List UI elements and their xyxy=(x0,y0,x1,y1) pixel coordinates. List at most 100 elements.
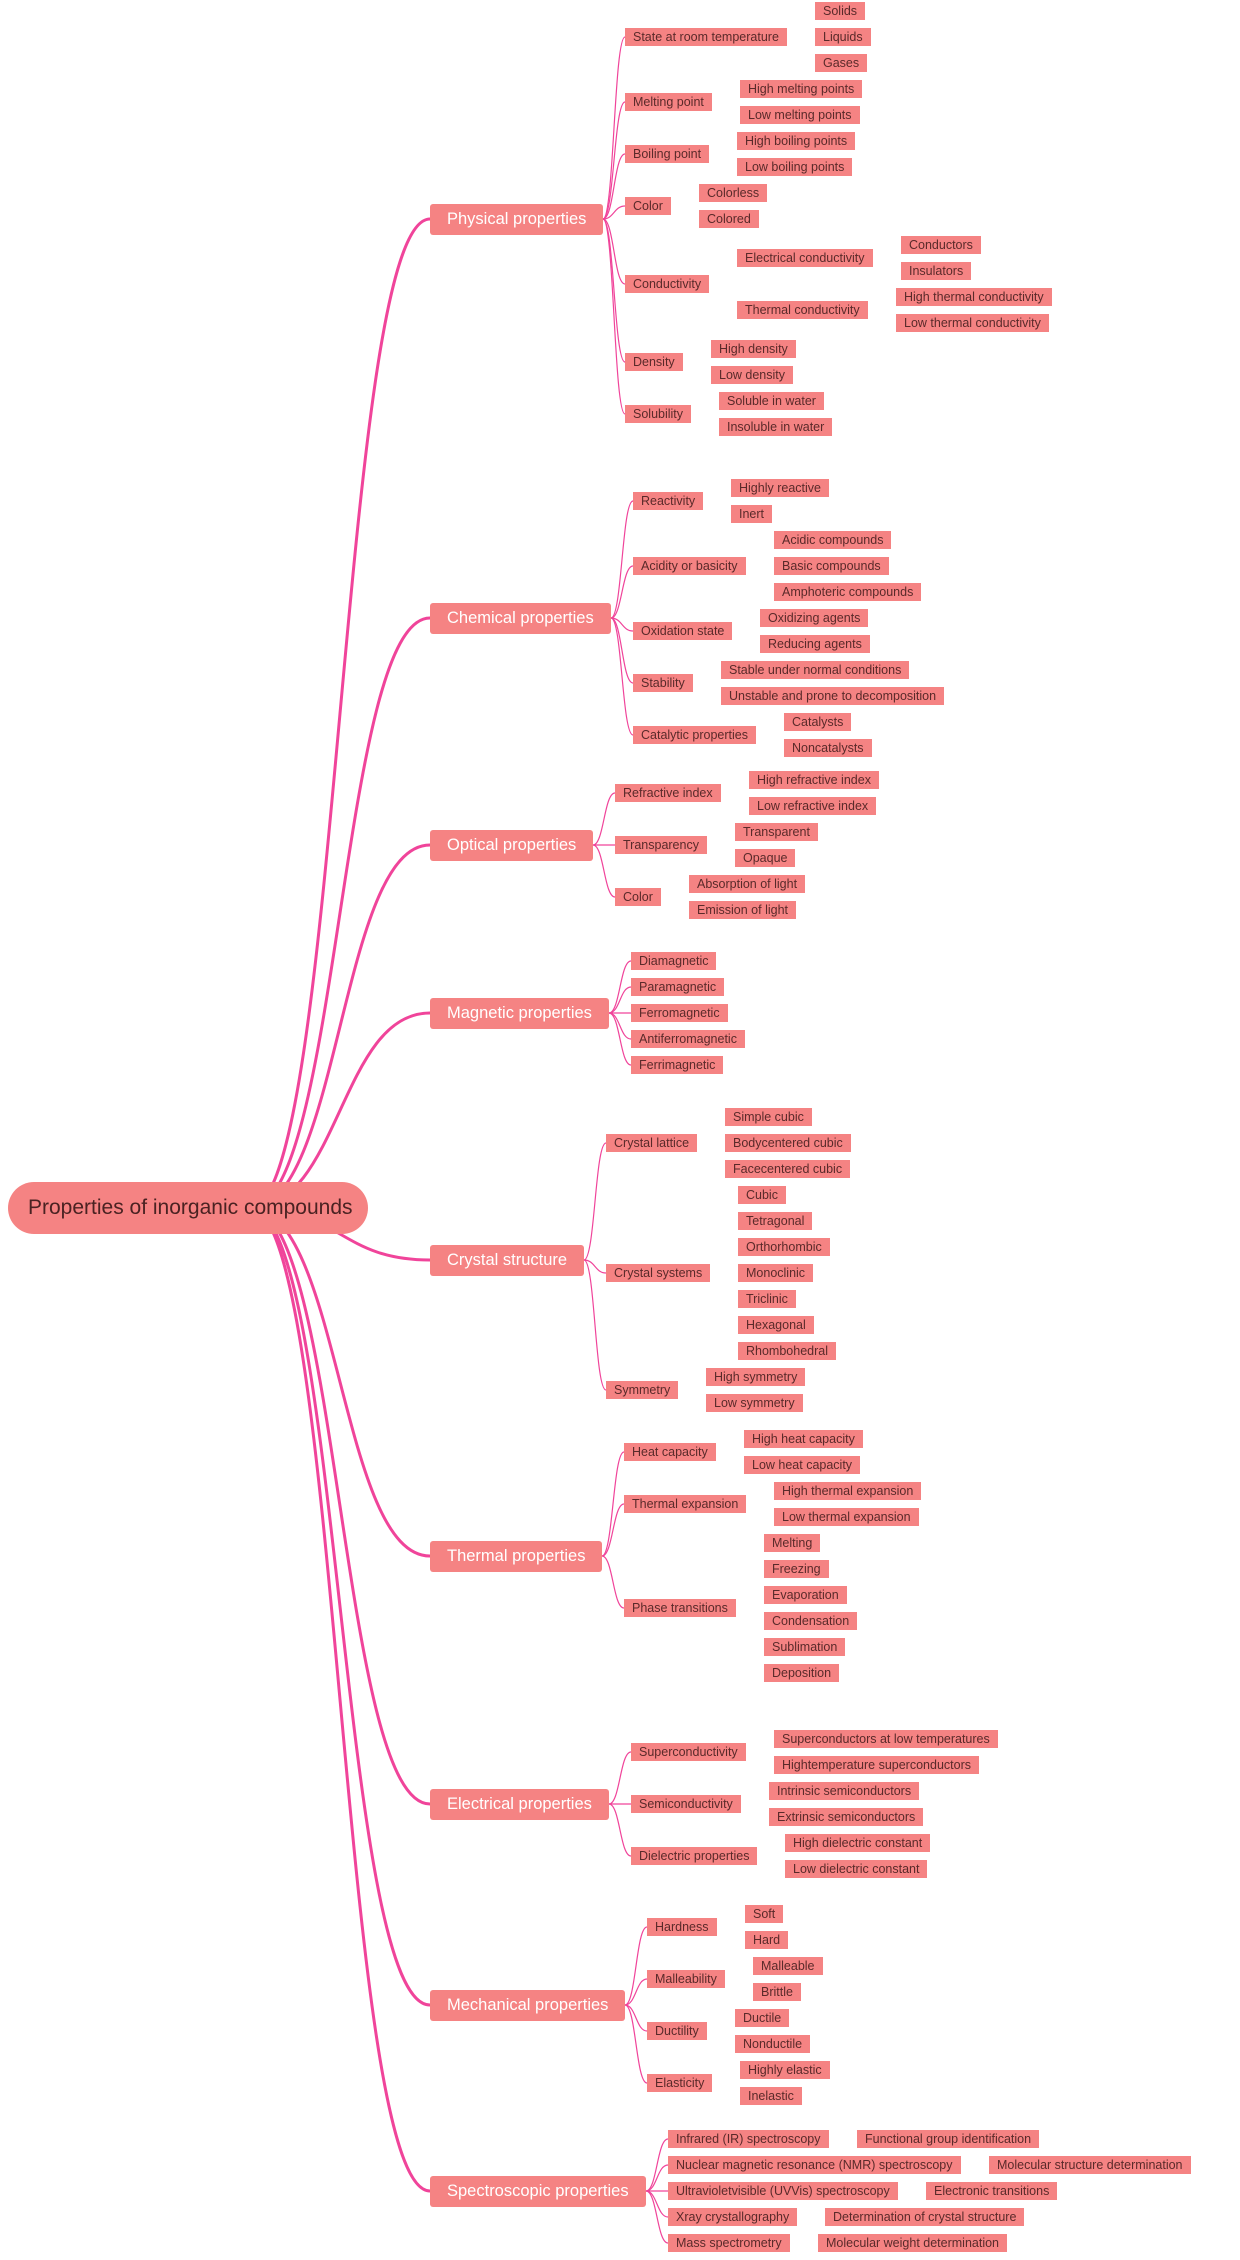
node-boiling-point[interactable]: Boiling point xyxy=(625,145,710,163)
node-facecentered-cubic[interactable]: Facecentered cubic xyxy=(725,1160,851,1178)
node-cubic[interactable]: Cubic xyxy=(738,1186,786,1204)
node-molecular-structure-determination[interactable]: Molecular structure determination xyxy=(989,2156,1191,2174)
node-unstable-and-prone-to-decomposition[interactable]: Unstable and prone to decomposition xyxy=(721,687,945,705)
node-high-dielectric-constant[interactable]: High dielectric constant xyxy=(785,1834,931,1852)
node-electrical-conductivity[interactable]: Electrical conductivity xyxy=(737,249,873,267)
node-high-thermal-expansion[interactable]: High thermal expansion xyxy=(774,1482,922,1500)
node-conductivity[interactable]: Conductivity xyxy=(625,275,710,293)
node-liquids[interactable]: Liquids xyxy=(815,28,871,46)
node-deposition[interactable]: Deposition xyxy=(764,1664,840,1682)
node-ductility[interactable]: Ductility xyxy=(647,2022,707,2040)
node-ferrimagnetic[interactable]: Ferrimagnetic xyxy=(631,1056,724,1074)
node-low-thermal-conductivity[interactable]: Low thermal conductivity xyxy=(896,314,1049,332)
node-soft[interactable]: Soft xyxy=(745,1905,784,1923)
node-tetragonal[interactable]: Tetragonal xyxy=(738,1212,813,1230)
node-insoluble-in-water[interactable]: Insoluble in water xyxy=(719,418,833,436)
node-opaque[interactable]: Opaque xyxy=(735,849,796,867)
node-refractive-index[interactable]: Refractive index xyxy=(615,784,721,802)
node-reactivity[interactable]: Reactivity xyxy=(633,492,704,510)
node-electronic-transitions[interactable]: Electronic transitions xyxy=(926,2182,1058,2200)
node-high-heat-capacity[interactable]: High heat capacity xyxy=(744,1430,863,1448)
node-transparency[interactable]: Transparency xyxy=(615,836,707,854)
node-solubility[interactable]: Solubility xyxy=(625,405,692,423)
node-high-thermal-conductivity[interactable]: High thermal conductivity xyxy=(896,288,1052,306)
node-density[interactable]: Density xyxy=(625,353,683,371)
node-acidic-compounds[interactable]: Acidic compounds xyxy=(774,531,892,549)
node-high-melting-points[interactable]: High melting points xyxy=(740,80,863,98)
node-intrinsic-semiconductors[interactable]: Intrinsic semiconductors xyxy=(769,1782,920,1800)
node-gases[interactable]: Gases xyxy=(815,54,868,72)
node-ultravioletvisible-uvvis-spectroscopy[interactable]: Ultravioletvisible (UVVis) spectroscopy xyxy=(668,2182,898,2200)
node-determination-of-crystal-structure[interactable]: Determination of crystal structure xyxy=(825,2208,1025,2226)
node-highly-elastic[interactable]: Highly elastic xyxy=(740,2061,830,2079)
node-evaporation[interactable]: Evaporation xyxy=(764,1586,847,1604)
node-hightemperature-superconductors[interactable]: Hightemperature superconductors xyxy=(774,1756,979,1774)
node-catalysts[interactable]: Catalysts xyxy=(784,713,852,731)
node-low-boiling-points[interactable]: Low boiling points xyxy=(737,158,853,176)
node-nonductile[interactable]: Nonductile xyxy=(735,2035,811,2053)
node-diamagnetic[interactable]: Diamagnetic xyxy=(631,952,717,970)
node-xray-crystallography[interactable]: Xray crystallography xyxy=(668,2208,798,2226)
node-high-density[interactable]: High density xyxy=(711,340,796,358)
branch-thermal-properties[interactable]: Thermal properties xyxy=(430,1540,603,1572)
node-low-dielectric-constant[interactable]: Low dielectric constant xyxy=(785,1860,928,1878)
node-basic-compounds[interactable]: Basic compounds xyxy=(774,557,889,575)
node-low-symmetry[interactable]: Low symmetry xyxy=(706,1394,803,1412)
node-dielectric-properties[interactable]: Dielectric properties xyxy=(631,1847,758,1865)
node-sublimation[interactable]: Sublimation xyxy=(764,1638,846,1656)
node-crystal-lattice[interactable]: Crystal lattice xyxy=(606,1134,698,1152)
node-malleable[interactable]: Malleable xyxy=(753,1957,823,1975)
node-infrared-ir-spectroscopy[interactable]: Infrared (IR) spectroscopy xyxy=(668,2130,829,2148)
node-ductile[interactable]: Ductile xyxy=(735,2009,790,2027)
node-conductors[interactable]: Conductors xyxy=(901,236,981,254)
node-phase-transitions[interactable]: Phase transitions xyxy=(624,1599,736,1617)
node-thermal-expansion[interactable]: Thermal expansion xyxy=(624,1495,747,1513)
node-extrinsic-semiconductors[interactable]: Extrinsic semiconductors xyxy=(769,1808,924,1826)
node-nuclear-magnetic-resonance-nmr-spectroscopy[interactable]: Nuclear magnetic resonance (NMR) spectro… xyxy=(668,2156,961,2174)
branch-crystal-structure[interactable]: Crystal structure xyxy=(430,1244,585,1276)
root-node[interactable]: Properties of inorganic compounds xyxy=(8,1182,368,1234)
node-molecular-weight-determination[interactable]: Molecular weight determination xyxy=(818,2234,1008,2252)
branch-physical-properties[interactable]: Physical properties xyxy=(430,203,604,235)
node-absorption-of-light[interactable]: Absorption of light xyxy=(689,875,806,893)
node-melting-point[interactable]: Melting point xyxy=(625,93,712,111)
node-amphoteric-compounds[interactable]: Amphoteric compounds xyxy=(774,583,922,601)
node-catalytic-properties[interactable]: Catalytic properties xyxy=(633,726,756,744)
node-emission-of-light[interactable]: Emission of light xyxy=(689,901,797,919)
node-superconductors-at-low-temperatures[interactable]: Superconductors at low temperatures xyxy=(774,1730,998,1748)
node-functional-group-identification[interactable]: Functional group identification xyxy=(857,2130,1040,2148)
node-state-at-room-temperature[interactable]: State at room temperature xyxy=(625,28,787,46)
node-inelastic[interactable]: Inelastic xyxy=(740,2087,802,2105)
node-high-refractive-index[interactable]: High refractive index xyxy=(749,771,879,789)
node-semiconductivity[interactable]: Semiconductivity xyxy=(631,1795,741,1813)
node-bodycentered-cubic[interactable]: Bodycentered cubic xyxy=(725,1134,851,1152)
node-freezing[interactable]: Freezing xyxy=(764,1560,829,1578)
branch-optical-properties[interactable]: Optical properties xyxy=(430,829,594,861)
node-paramagnetic[interactable]: Paramagnetic xyxy=(631,978,725,996)
branch-mechanical-properties[interactable]: Mechanical properties xyxy=(430,1989,626,2021)
node-superconductivity[interactable]: Superconductivity xyxy=(631,1743,746,1761)
node-insulators[interactable]: Insulators xyxy=(901,262,972,280)
node-high-symmetry[interactable]: High symmetry xyxy=(706,1368,806,1386)
node-stability[interactable]: Stability xyxy=(633,674,693,692)
node-reducing-agents[interactable]: Reducing agents xyxy=(760,635,870,653)
node-colorless[interactable]: Colorless xyxy=(699,184,768,202)
node-colored[interactable]: Colored xyxy=(699,210,759,228)
node-oxidizing-agents[interactable]: Oxidizing agents xyxy=(760,609,869,627)
node-condensation[interactable]: Condensation xyxy=(764,1612,858,1630)
node-noncatalysts[interactable]: Noncatalysts xyxy=(784,739,872,757)
branch-chemical-properties[interactable]: Chemical properties xyxy=(430,602,611,634)
node-stable-under-normal-conditions[interactable]: Stable under normal conditions xyxy=(721,661,910,679)
branch-electrical-properties[interactable]: Electrical properties xyxy=(430,1788,609,1820)
node-rhombohedral[interactable]: Rhombohedral xyxy=(738,1342,836,1360)
node-low-refractive-index[interactable]: Low refractive index xyxy=(749,797,877,815)
node-simple-cubic[interactable]: Simple cubic xyxy=(725,1108,812,1126)
node-elasticity[interactable]: Elasticity xyxy=(647,2074,713,2092)
node-acidity-or-basicity[interactable]: Acidity or basicity xyxy=(633,557,746,575)
branch-spectroscopic-properties[interactable]: Spectroscopic properties xyxy=(430,2175,646,2207)
node-hard[interactable]: Hard xyxy=(745,1931,789,1949)
node-thermal-conductivity[interactable]: Thermal conductivity xyxy=(737,301,868,319)
node-low-density[interactable]: Low density xyxy=(711,366,794,384)
node-symmetry[interactable]: Symmetry xyxy=(606,1381,679,1399)
node-soluble-in-water[interactable]: Soluble in water xyxy=(719,392,824,410)
